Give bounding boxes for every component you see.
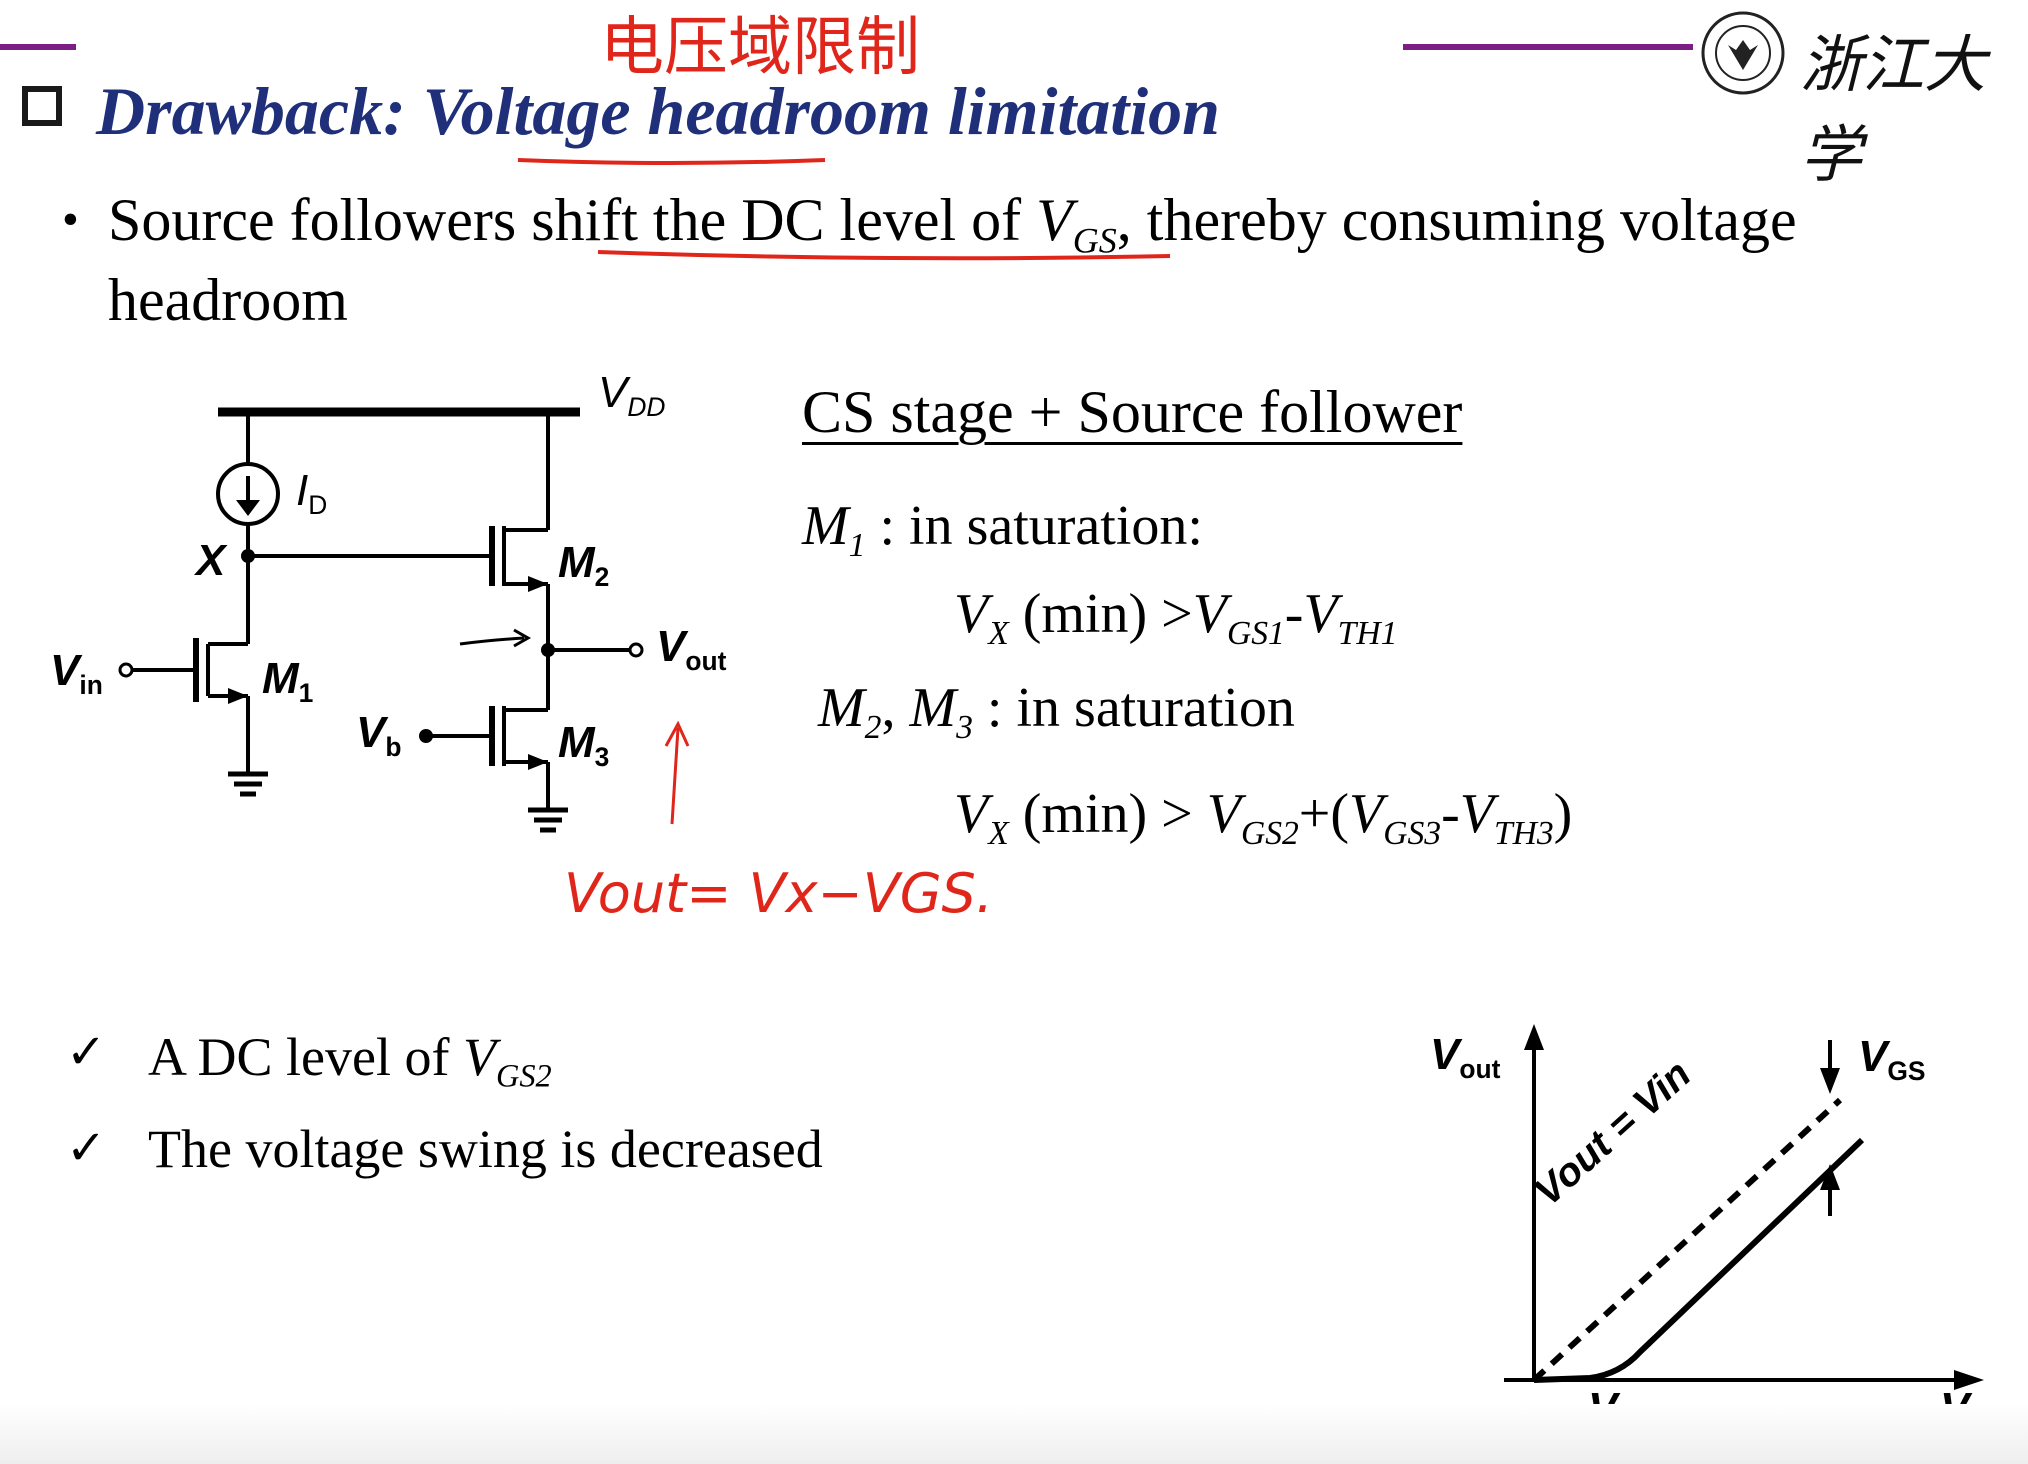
label-m2-sub: 2 <box>594 562 610 593</box>
eq1-v3: V <box>1303 583 1338 645</box>
m23-label-b: M <box>909 677 957 739</box>
slide-title: Drawback: Voltage headroom limitation <box>96 73 1220 149</box>
bullet-v: V <box>1036 187 1073 253</box>
header-line-right <box>1403 44 1693 50</box>
title-underline-annotation <box>517 158 826 165</box>
university-name: 浙江大学 <box>1800 28 1987 191</box>
bullet-text-before: Source followers shift the DC level of <box>108 187 1037 253</box>
label-vin: Vin <box>50 646 103 698</box>
label-m3-main: M <box>558 718 595 767</box>
label-id: ID <box>296 466 327 518</box>
label-x: X <box>196 536 226 585</box>
label-id-main: I <box>296 466 309 515</box>
eq2-sub4: TH3 <box>1493 814 1554 852</box>
equation-2: VX (min) > VGS2+(VGS3-VTH3) <box>954 782 1573 850</box>
analysis-heading-text: CS stage + Source follower <box>802 379 1463 445</box>
label-vb-sub: b <box>385 732 402 763</box>
circuit-schematic <box>118 407 690 833</box>
label-vb: Vb <box>356 708 401 760</box>
handwritten-annotation: 电压域限制 <box>600 11 920 85</box>
m23-comma: , <box>881 677 910 739</box>
eq2-sub2: GS2 <box>1240 814 1299 852</box>
check-item-1-text: A DC level of <box>148 1027 463 1087</box>
eq1-dash: - <box>1284 583 1304 645</box>
eq2-dash: - <box>1441 783 1460 845</box>
eq1-v2: V <box>1192 583 1227 645</box>
m1-label: M <box>802 495 849 557</box>
graph-y-label: Vout <box>1430 1030 1500 1082</box>
m23-sub-a: 2 <box>864 708 882 746</box>
eq1-sub: X <box>988 614 1009 652</box>
label-vdd-sub: DD <box>627 392 666 423</box>
check-item-1-sub: GS2 <box>495 1058 552 1095</box>
m23-sub-b: 3 <box>956 708 973 746</box>
label-vout: Vout <box>656 622 726 674</box>
bullet-line-1: Source followers shift the DC level of V… <box>108 180 1797 260</box>
label-vb-main: V <box>356 708 386 757</box>
label-vdd-main: V <box>598 368 628 417</box>
eq1-sub3: TH1 <box>1337 614 1398 652</box>
label-vdd: VDD <box>598 368 665 420</box>
title-checkbox-icon <box>22 86 62 126</box>
label-id-sub: D <box>308 490 328 521</box>
bullet-text-after: , thereby consuming voltage <box>1116 187 1797 253</box>
m23-line-text: : in saturation <box>972 677 1295 739</box>
graph-y-label-sub: out <box>1459 1054 1501 1085</box>
label-m2: M2 <box>558 538 609 590</box>
m1-saturation-line: M1 : in saturation: <box>802 494 1203 562</box>
label-m1-sub: 1 <box>298 678 314 709</box>
university-logo <box>1700 10 1786 96</box>
m23-label-a: M <box>818 677 865 739</box>
eq2-mid: (min) > <box>1008 783 1207 845</box>
header-line-left <box>0 44 76 50</box>
label-m3: M3 <box>558 718 609 770</box>
bullet-line-2: headroom <box>108 267 348 333</box>
bullet-v-sub: GS <box>1072 220 1117 261</box>
eq2-sub: X <box>988 814 1009 852</box>
eq2-close: ) <box>1553 783 1573 845</box>
eq1-v: V <box>954 583 989 645</box>
graph-vgs-sub: GS <box>1887 1056 1926 1087</box>
check-item-2: The voltage swing is decreased <box>148 1119 823 1179</box>
label-vout-main: V <box>656 622 686 671</box>
eq1-mid: (min) > <box>1008 583 1193 645</box>
eq2-v2: V <box>1206 783 1241 845</box>
label-m3-sub: 3 <box>594 742 610 773</box>
check-item-1-v: V <box>462 1027 496 1087</box>
analysis-heading: CS stage + Source follower <box>802 378 1462 447</box>
m1-sub: 1 <box>848 526 866 564</box>
eq2-plus: +( <box>1298 783 1350 845</box>
eq2-v: V <box>954 783 989 845</box>
equation-1: VX (min) >VGS1-VTH1 <box>954 582 1397 650</box>
check-icon-2: ✓ <box>66 1120 107 1176</box>
check-item-1: A DC level of VGS2 <box>148 1026 552 1093</box>
label-vin-sub: in <box>79 670 103 701</box>
m1-line-text: : in saturation: <box>879 495 1203 557</box>
label-m1-main: M <box>262 654 299 703</box>
label-m2-main: M <box>558 538 595 587</box>
graph-vgs-main: V <box>1858 1032 1888 1081</box>
eq2-v3: V <box>1349 783 1384 845</box>
transfer-characteristic-graph <box>1504 1024 1984 1390</box>
label-m1: M1 <box>262 654 313 706</box>
m2-m3-saturation-line: M2, M3 : in saturation <box>818 676 1295 744</box>
footer-band <box>0 1404 2028 1464</box>
check-icon-1: ✓ <box>66 1024 107 1080</box>
graph-y-label-main: V <box>1430 1030 1460 1079</box>
label-vin-main: V <box>50 646 80 695</box>
eq1-sub2: GS1 <box>1226 614 1285 652</box>
graph-vgs-label: VGS <box>1858 1032 1926 1084</box>
eq2-v4: V <box>1459 783 1494 845</box>
handwritten-vout-equation: Vout= Vx−VGS. <box>564 862 993 925</box>
label-vout-sub: out <box>685 646 727 677</box>
eq2-sub3: GS3 <box>1383 814 1442 852</box>
bullet-underline-annotation <box>597 250 1171 261</box>
bullet-dot: • <box>62 193 79 246</box>
